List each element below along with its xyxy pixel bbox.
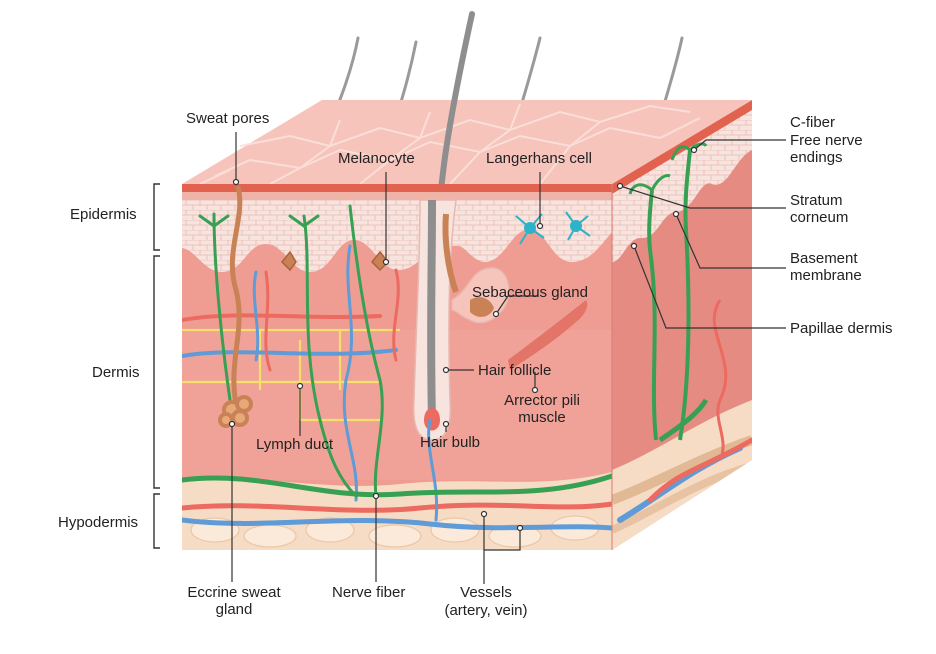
surface-texture xyxy=(199,103,701,185)
dermis-bracket xyxy=(153,255,160,489)
label-melanocyte: Melanocyte xyxy=(338,150,415,167)
label-langerhans-cell: Langerhans cell xyxy=(486,150,592,167)
label-basement-membrane: Basement membrane xyxy=(790,250,862,284)
label-c-fiber: C-fiber xyxy=(790,114,836,131)
label-vessels: Vessels xyxy=(460,584,512,601)
langerhans-cells xyxy=(515,211,591,245)
nerve-network xyxy=(182,204,612,498)
sebaceous-gland-shape xyxy=(451,267,510,324)
label-free-nerve-endings: Free nerve endings xyxy=(790,132,863,166)
stratum-corneum-band xyxy=(182,184,612,192)
label-sweat-pores: Sweat pores xyxy=(186,110,270,127)
epidermis-bracket xyxy=(153,183,160,251)
arrector-pili-shape xyxy=(508,300,588,370)
label-epidermis: Epidermis xyxy=(70,206,137,223)
label-dermis: Dermis xyxy=(92,364,140,381)
c-fiber-endings xyxy=(628,142,708,195)
label-nerve-fiber: Nerve fiber xyxy=(332,584,406,601)
leader-lines xyxy=(231,132,786,584)
hypodermis-bracket xyxy=(153,493,160,549)
label-stratum-corneum: Stratum corneum xyxy=(790,192,849,226)
layer-brackets xyxy=(153,183,160,549)
label-papillae-dermis: Papillae dermis xyxy=(790,320,893,337)
label-lymph-duct: Lymph duct xyxy=(256,436,333,453)
sweat-coil xyxy=(218,395,253,428)
skin-front-face xyxy=(182,184,612,550)
label-eccrine-sweat-gland: Eccrine sweat gland xyxy=(187,584,281,618)
hair-bulb-shape xyxy=(424,408,440,431)
epidermis-layer xyxy=(182,184,612,272)
skin-surface-top xyxy=(182,100,752,184)
label-hypodermis: Hypodermis xyxy=(58,514,139,531)
label-sebaceous-gland: Sebaceous gland xyxy=(472,284,588,301)
leader-dots xyxy=(228,146,698,532)
label-arrector-pili-muscle: Arrector pili muscle xyxy=(504,392,580,426)
label-hair-follicle: Hair follicle xyxy=(478,362,552,379)
label-vessels-detail: (artery, vein) xyxy=(444,602,528,619)
sweat-duct xyxy=(229,185,243,405)
vessel-network xyxy=(182,244,612,531)
label-hair-bulb: Hair bulb xyxy=(420,434,481,451)
